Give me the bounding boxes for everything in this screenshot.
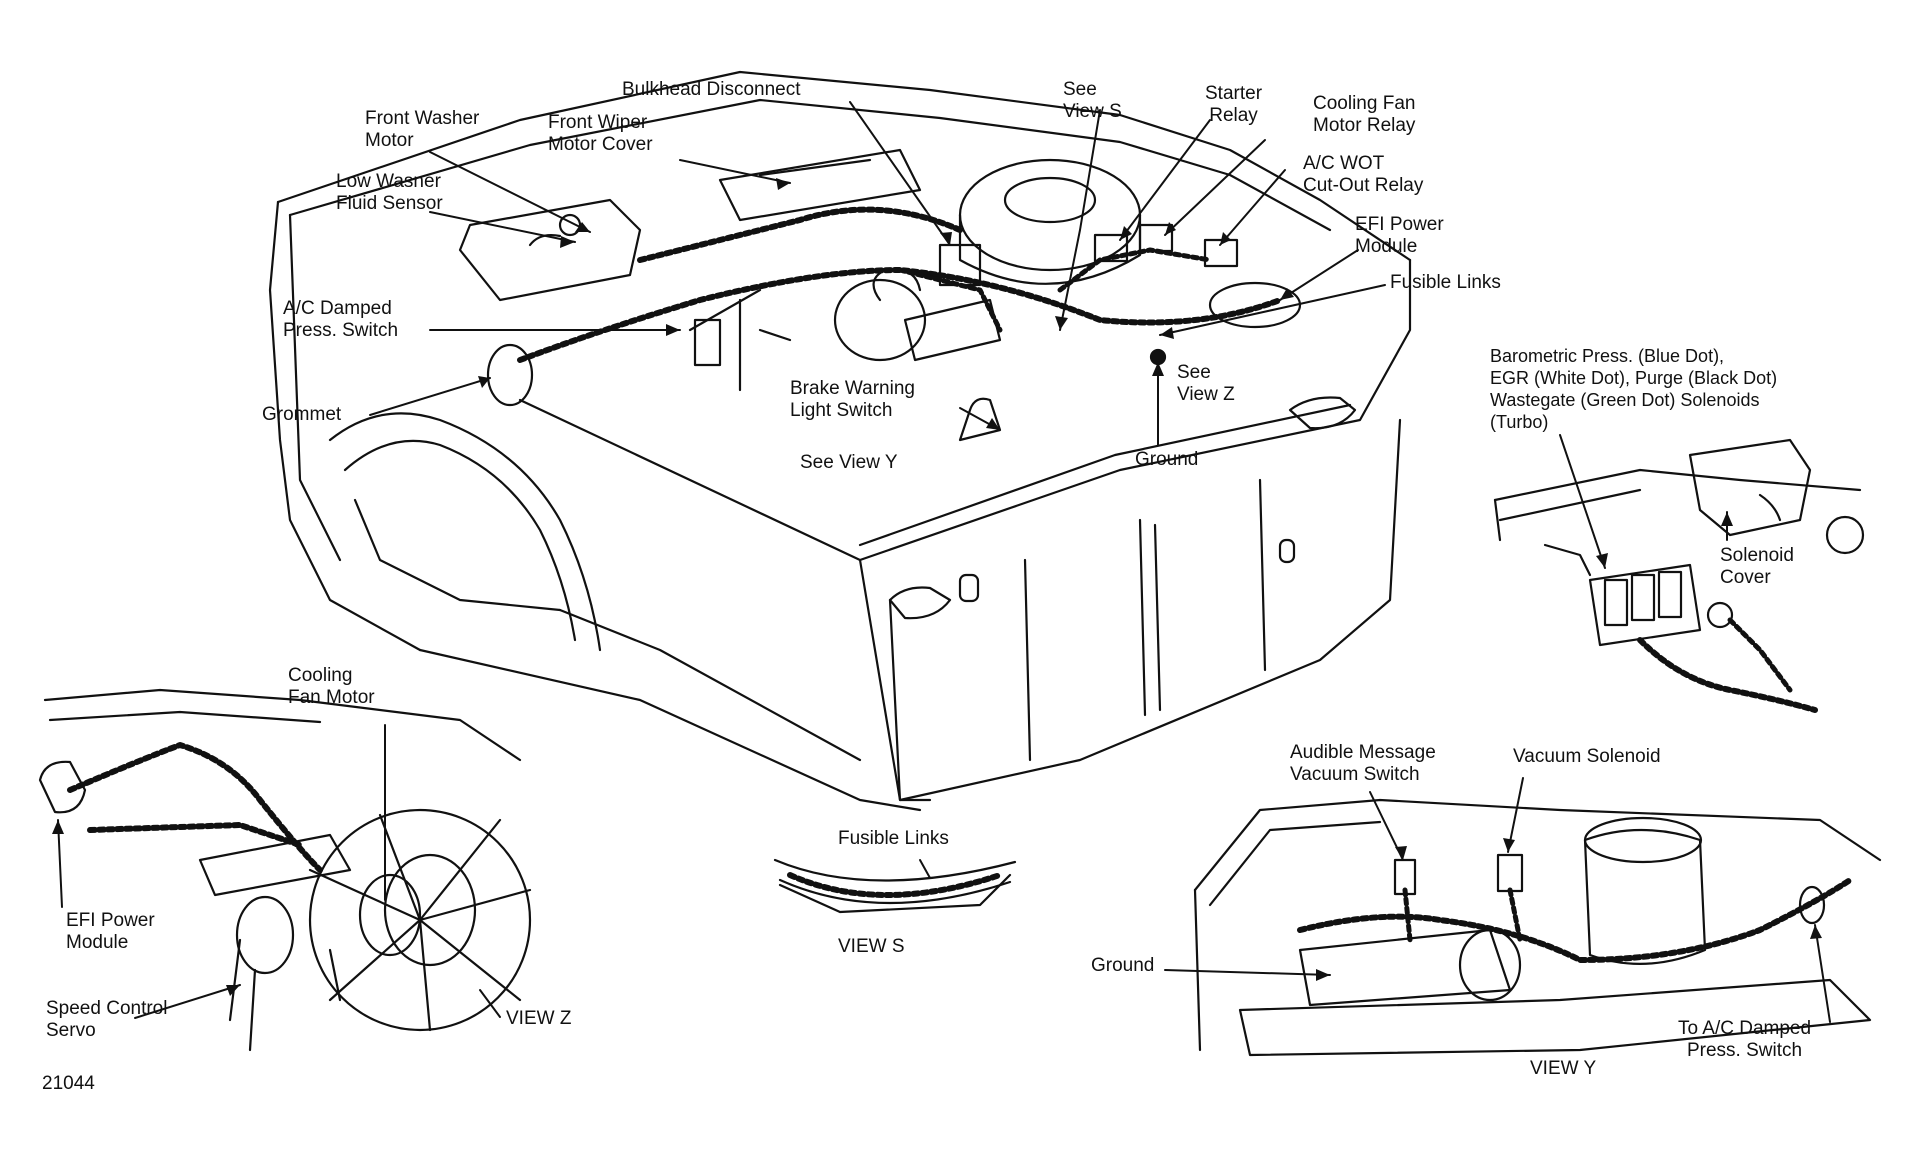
view-s-leaders — [919, 859, 931, 879]
label-speed-control-servo: Speed Control Servo — [46, 998, 168, 1041]
label-solenoid-cover: Solenoid Cover — [1720, 545, 1794, 588]
label-see-view-s: See View S — [1063, 79, 1122, 122]
label-fusible-links-top: Fusible Links — [1390, 272, 1501, 293]
label-fusible-links-s: Fusible Links — [838, 828, 949, 849]
view-y-arrowheads — [1316, 838, 1822, 981]
label-view-y: VIEW Y — [1530, 1058, 1597, 1079]
label-cooling-fan-motor-relay: Cooling Fan Motor Relay — [1313, 93, 1416, 136]
label-efi-power-module-z: EFI Power Module — [66, 910, 155, 953]
label-vacuum-solenoid: Vacuum Solenoid — [1513, 746, 1661, 767]
label-starter-relay: Starter Relay — [1205, 83, 1263, 126]
view-z-artwork — [38, 688, 532, 1052]
label-brake-warning-light-switch: Brake Warning Light Switch — [790, 378, 915, 421]
view-y-artwork — [1193, 798, 1882, 1057]
view-s-artwork — [773, 858, 1017, 914]
label-ground-main: Ground — [1135, 449, 1199, 470]
label-see-view-z: See View Z — [1177, 362, 1235, 405]
main-arrowheads — [478, 178, 1294, 430]
label-to-ac-damped-press-switch: To A/C Damped Press. Switch — [1678, 1018, 1812, 1061]
engine-bay-components — [458, 148, 1302, 442]
label-front-wiper-motor-cover: Front Wiper Motor Cover — [548, 112, 653, 155]
label-front-washer-motor: Front Washer Motor — [365, 108, 480, 151]
view-y-leaders — [1164, 777, 1831, 1023]
view-z-leaders — [57, 724, 501, 1019]
main-body-outline — [268, 70, 1412, 812]
label-low-washer-fluid-sensor: Low Wasner Fluid Sensor — [336, 171, 443, 214]
solenoid-inset-artwork — [1493, 438, 1865, 713]
label-view-s: VIEW S — [838, 936, 905, 957]
label-efi-power-module-top: EFI Power Module — [1355, 214, 1444, 257]
label-ac-damped-press-switch: A/C Damped Press. Switch — [283, 298, 399, 341]
view-z-arrowheads — [52, 820, 240, 996]
label-grommet: Grommet — [262, 404, 342, 425]
label-ground-y: Ground — [1091, 955, 1155, 976]
label-ac-wot-cutout-relay: A/C WOT Cut-Out Relay — [1303, 153, 1424, 196]
label-cooling-fan-motor: Cooling Fan Motor — [288, 665, 375, 708]
solenoid-inset-arrowheads — [1596, 512, 1733, 568]
label-see-view-y: See View Y — [800, 452, 898, 473]
label-audible-message-vacuum-switch: Audible Message Vacuum Switch — [1290, 742, 1436, 785]
label-view-z: VIEW Z — [506, 1008, 572, 1029]
label-solenoids: Barometric Press. (Blue Dot), EGR (White… — [1490, 346, 1778, 432]
figure-number: 21044 — [42, 1073, 95, 1094]
label-bulkhead-disconnect: Bulkhead Disconnect — [622, 79, 801, 100]
